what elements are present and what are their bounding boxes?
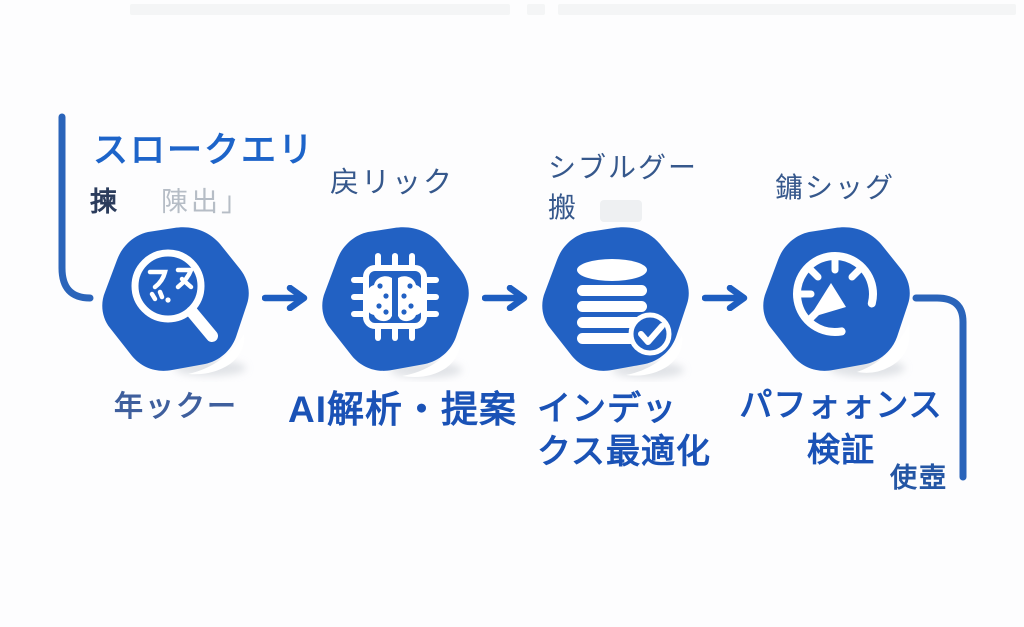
arrow-right-icon — [262, 285, 308, 311]
database-check-icon — [542, 227, 689, 378]
step-slow-query-note: 揀 陳出」 — [90, 180, 251, 219]
top-faint-strip — [130, 4, 510, 15]
left-bracket-line — [58, 113, 94, 302]
page-curl — [188, 334, 245, 375]
arrow-right-icon — [702, 285, 748, 311]
step-ai-badge — [316, 222, 476, 382]
step-performance-badge — [757, 222, 917, 382]
cpu-brain-icon — [322, 227, 469, 378]
hex-blob — [102, 227, 249, 371]
step-ai-top-label: 戻リック — [330, 167, 455, 199]
glyph-dot — [165, 297, 171, 303]
gauge-ring — [793, 252, 877, 336]
magnifier-handle — [186, 306, 218, 342]
database-stack — [577, 259, 647, 344]
step-performance-side-note: 使壺 — [890, 463, 948, 493]
hex-blob — [322, 227, 469, 371]
check-mark — [638, 323, 665, 345]
step-slow-query-title: スロークエリ — [93, 131, 316, 170]
note-ghost-text: 陳出」 — [161, 187, 251, 217]
step-slow-query-badge — [96, 222, 256, 382]
page-curl — [626, 336, 683, 376]
step-index-top-label: シブルグー 搬 — [548, 152, 699, 223]
brain-dots — [376, 283, 414, 315]
step-performance-top-label: 鏞シッグ — [775, 172, 896, 203]
top-faint-strip — [558, 4, 1016, 15]
step-performance-caption: パフォォンス 検証 — [739, 386, 943, 468]
step-index-badge — [536, 222, 696, 382]
top-faint-strip — [527, 4, 545, 15]
step-index-caption: インデッ クス最適化 — [537, 390, 711, 471]
gauge-needle — [809, 283, 846, 318]
arrow-right-icon — [482, 285, 528, 311]
step-slow-query-caption: 年ックー — [113, 391, 238, 423]
ghost-smudge — [600, 200, 642, 222]
note-dark-text: 揀 — [90, 187, 117, 217]
glyph-marks — [147, 267, 195, 302]
step-ai-caption: AI解析・提案 — [288, 389, 517, 430]
hex-blob — [542, 227, 689, 371]
speedometer-icon — [763, 227, 910, 377]
chip-body — [363, 265, 427, 329]
page-curl — [402, 338, 461, 377]
magnifier-lens — [131, 249, 205, 323]
page-curl — [857, 324, 910, 373]
magnifier-search-icon — [102, 227, 249, 376]
check-badge — [628, 312, 672, 356]
